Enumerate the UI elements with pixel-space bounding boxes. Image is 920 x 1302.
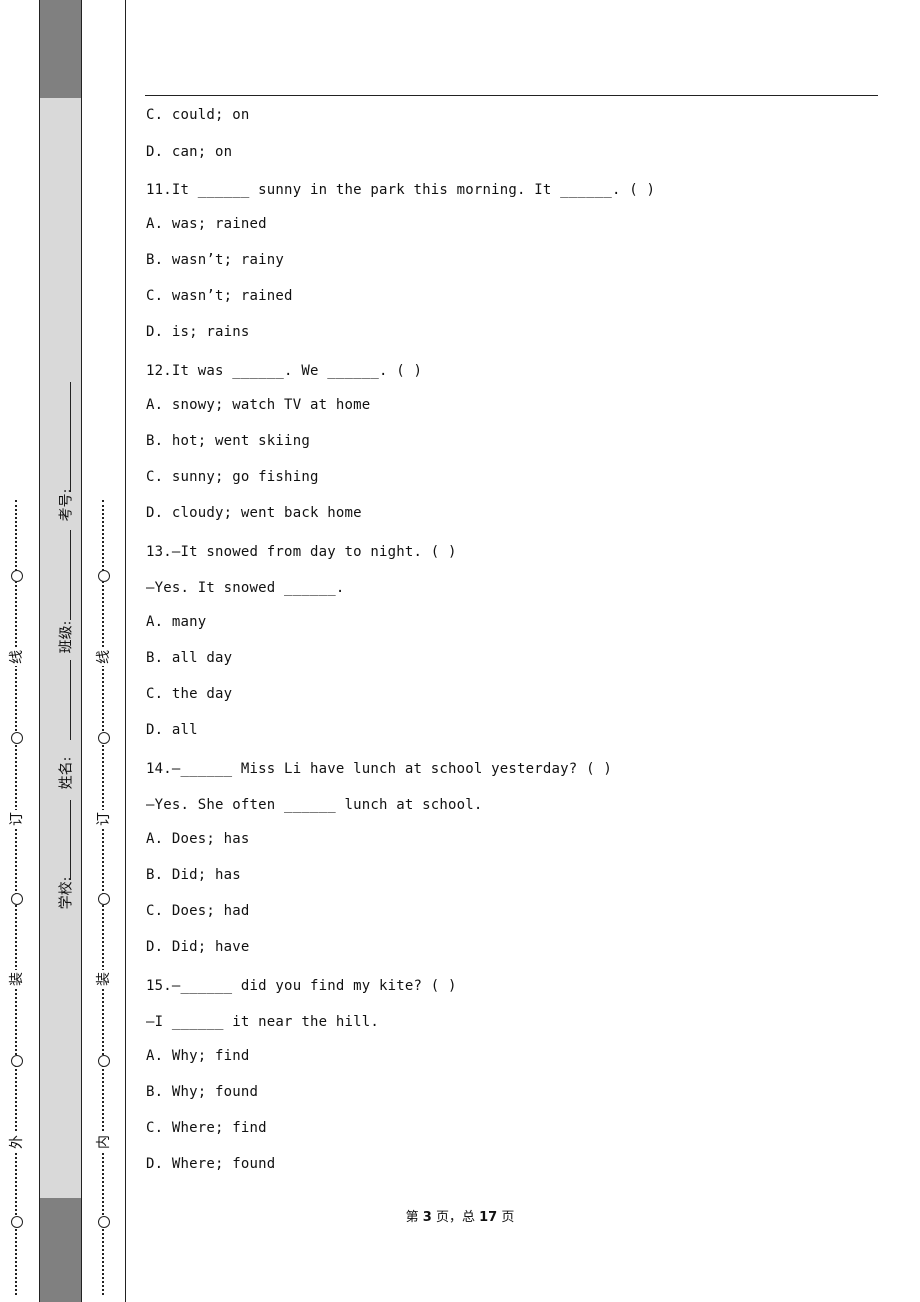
option-line: A. snowy; watch TV at home — [146, 397, 371, 413]
option-line: B. Did; has — [146, 867, 241, 883]
footer-mid: 页，总 — [435, 1210, 475, 1225]
option-line: D. all — [146, 722, 198, 738]
exam-no-label: 考号: — [58, 488, 75, 522]
binding-char: 外 — [8, 1133, 26, 1151]
option-line: B. wasn’t; rainy — [146, 252, 285, 268]
footer-suffix: 页 — [501, 1210, 515, 1225]
class-blank — [70, 530, 71, 620]
page-number: 3 — [422, 1210, 432, 1225]
school-blank — [70, 800, 71, 880]
option-line: B. hot; went skiing — [146, 433, 310, 449]
binding-circle-icon — [98, 570, 110, 582]
name-label: 姓名: — [58, 756, 75, 790]
binding-circle-icon — [11, 732, 23, 744]
option-line: B. all day — [146, 650, 233, 666]
class-label: 班级: — [58, 620, 75, 654]
margin-dark-band-bottom — [39, 1198, 81, 1302]
binding-circle-icon — [11, 893, 23, 905]
dialogue-line: —Yes. She often ______ lunch at school. — [146, 797, 483, 813]
question-11: 11.It ______ sunny in the park this morn… — [146, 182, 656, 198]
binding-circle-icon — [11, 1055, 23, 1067]
question-13: 13.—It snowed from day to night. ( ) — [146, 544, 457, 560]
student-info: 考号: 班级: 姓名: 学校: — [44, 330, 76, 930]
option-line: A. many — [146, 614, 207, 630]
option-line: A. was; rained — [146, 216, 267, 232]
option-line: A. Does; has — [146, 831, 250, 847]
inner-binding-line: 线 订 装 内 — [95, 500, 113, 1295]
binding-char: 订 — [8, 810, 26, 828]
option-line: C. wasn’t; rained — [146, 288, 293, 304]
footer-prefix: 第 — [405, 1210, 419, 1225]
page-footer: 第 3 页，总 17 页 — [0, 1206, 920, 1225]
binding-circle-icon — [11, 570, 23, 582]
name-blank — [70, 660, 71, 740]
header-rule — [145, 95, 878, 96]
school-label: 学校: — [58, 876, 75, 910]
option-line: C. the day — [146, 686, 233, 702]
exam-no-blank — [70, 382, 71, 492]
option-line: D. cloudy; went back home — [146, 505, 362, 521]
margin-dark-band-top — [39, 0, 81, 98]
question-14: 14.—______ Miss Li have lunch at school … — [146, 761, 612, 777]
margin-light-band — [39, 98, 81, 1198]
margin-border-line — [125, 0, 126, 1302]
binding-margin: 线 订 装 外 线 订 装 内 考号: 班级: 姓名: 学校: — [0, 0, 127, 1302]
total-pages: 17 — [479, 1210, 498, 1225]
option-line: D. Did; have — [146, 939, 250, 955]
binding-char: 装 — [8, 970, 26, 988]
option-line: C. sunny; go fishing — [146, 469, 319, 485]
option-line: C. could; on — [146, 107, 250, 123]
option-line: C. Where; find — [146, 1120, 267, 1136]
question-12: 12.It was ______. We ______. ( ) — [146, 363, 423, 379]
outer-binding-line: 线 订 装 外 — [8, 500, 26, 1295]
binding-char: 订 — [95, 810, 113, 828]
option-line: D. Where; found — [146, 1156, 276, 1172]
binding-circle-icon — [11, 1216, 23, 1228]
option-line: B. Why; found — [146, 1084, 259, 1100]
dialogue-line: —Yes. It snowed ______. — [146, 580, 345, 596]
binding-circle-icon — [98, 1055, 110, 1067]
binding-char: 线 — [8, 648, 26, 666]
dialogue-line: —I ______ it near the hill. — [146, 1014, 379, 1030]
margin-border-line — [81, 0, 82, 1302]
option-line: C. Does; had — [146, 903, 250, 919]
option-line: D. is; rains — [146, 324, 250, 340]
option-line: A. Why; find — [146, 1048, 250, 1064]
binding-circle-icon — [98, 732, 110, 744]
binding-circle-icon — [98, 893, 110, 905]
binding-char: 内 — [95, 1133, 113, 1151]
binding-char: 装 — [95, 970, 113, 988]
question-15: 15.—______ did you find my kite? ( ) — [146, 978, 457, 994]
binding-char: 线 — [95, 648, 113, 666]
option-line: D. can; on — [146, 144, 233, 160]
margin-border-line — [39, 0, 40, 1302]
binding-circle-icon — [98, 1216, 110, 1228]
